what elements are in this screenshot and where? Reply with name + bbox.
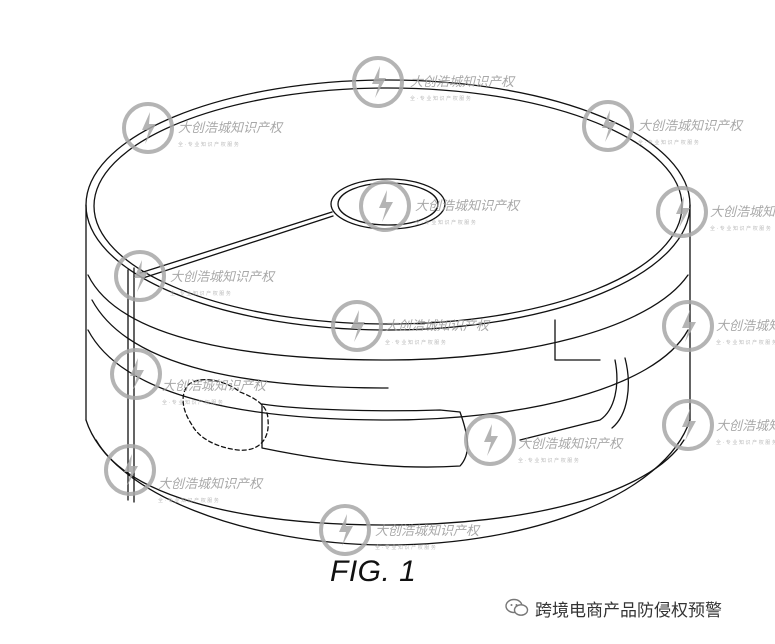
lid-seam-line-2	[142, 215, 334, 279]
watermark-logo	[319, 504, 371, 556]
watermark-subtext: 全 · 专 业 知 识 产 权 服 务	[518, 457, 579, 464]
watermark-logo	[114, 250, 166, 302]
watermark-subtext: 全 · 专 业 知 识 产 权 服 务	[415, 219, 476, 226]
watermark-subtext: 全 · 专 业 知 识 产 权 服 务	[716, 339, 775, 346]
watermark-text: 大创浩城知识产权	[178, 121, 284, 136]
watermark-subtext: 全 · 专 业 知 识 产 权 服 务	[178, 141, 239, 148]
watermark-text: 大创浩城知识产权	[716, 419, 775, 434]
figure-caption: FIG. 1	[330, 555, 417, 588]
watermark-text: 大创浩城知识产权	[518, 437, 624, 452]
watermark-logo	[662, 399, 714, 451]
handle-recess	[261, 403, 469, 468]
watermark-subtext: 全 · 专 业 知 识 产 权 服 务	[375, 544, 436, 551]
watermark-subtext: 全 · 专 业 知 识 产 权 服 务	[385, 339, 446, 346]
watermark-logo	[122, 102, 174, 154]
base-lower-band	[95, 439, 685, 526]
watermark-subtext: 全 · 专 业 知 识 产 权 服 务	[162, 399, 223, 406]
band-lower-edge	[87, 329, 689, 421]
watermark-text: 大创浩城知识产权	[385, 319, 491, 334]
watermark-text: 大创浩城知识产权	[415, 199, 521, 214]
watermark-subtext: 全 · 专 业 知 识 产 权 服 务	[170, 290, 231, 297]
watermark-text: 大创浩城知识产权	[638, 119, 744, 134]
watermark-text: 大创浩城知识产权	[710, 205, 775, 220]
watermark-layer: 大创浩城知识产权 全 · 专 业 知 识 产 权 服 务 大创浩城知识产权 全 …	[104, 56, 775, 556]
watermark-subtext: 全 · 专 业 知 识 产 权 服 务	[638, 139, 699, 146]
band-inner-line	[91, 299, 389, 389]
watermark-logo	[331, 300, 383, 352]
watermark-text: 大创浩城知识产权	[158, 477, 264, 492]
watermark-text: 大创浩城知识产权	[375, 524, 481, 539]
wechat-account-footer: 跨境电商产品防侵权预警	[505, 593, 722, 623]
right-side-notch	[554, 319, 601, 361]
handle-dashed-outline	[182, 379, 269, 451]
watermark-subtext: 全 · 专 业 知 识 产 权 服 务	[410, 95, 471, 102]
watermark-subtext: 全 · 专 业 知 识 产 权 服 务	[716, 439, 775, 446]
watermark-text: 大创浩城知识产权	[162, 379, 268, 394]
right-side-step-inner	[611, 357, 629, 429]
watermark-logo	[662, 300, 714, 352]
band-upper-edge	[87, 274, 689, 361]
watermark-subtext: 全 · 专 业 知 识 产 权 服 务	[710, 225, 771, 232]
watermark-logo	[359, 180, 411, 232]
right-side-step	[519, 359, 618, 441]
watermark-logo	[352, 56, 404, 108]
watermark-logo	[582, 100, 634, 152]
wechat-account-name: 跨境电商产品防侵权预警	[535, 600, 722, 621]
base-bottom-edge	[85, 419, 691, 546]
watermark-logo	[656, 186, 708, 238]
watermark-subtext: 全 · 专 业 知 识 产 权 服 务	[158, 497, 219, 504]
lid-seam-line	[139, 211, 333, 274]
watermark-text: 大创浩城知识产权	[170, 270, 276, 285]
wechat-bubble-icon	[505, 598, 529, 618]
watermark-logo	[104, 444, 156, 496]
watermark-text: 大创浩城知识产权	[716, 319, 775, 334]
watermark-logo	[110, 348, 162, 400]
watermark-logo	[464, 414, 516, 466]
watermark-text: 大创浩城知识产权	[410, 75, 516, 90]
